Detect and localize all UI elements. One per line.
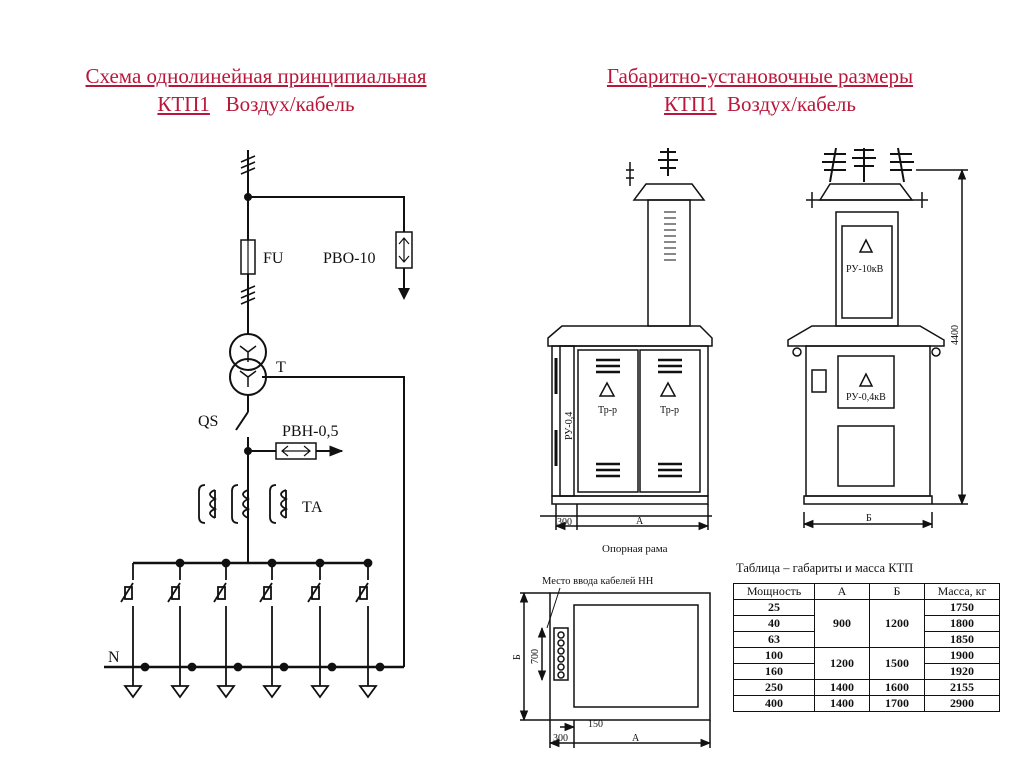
table-row: 400 1400 1700 2900 xyxy=(733,695,1000,712)
cell-mass: 1920 xyxy=(924,663,1000,680)
single-line-schematic xyxy=(104,150,413,669)
cell-mass: 2900 xyxy=(924,695,1000,712)
cable-entry-hole xyxy=(557,639,565,647)
ct-coil-1 xyxy=(209,489,218,519)
cable-entry-hole xyxy=(557,663,565,671)
table-row: 25 900 1200 1750 xyxy=(733,599,1000,648)
neutral-label: N xyxy=(108,649,120,666)
cable-entry-hole xyxy=(557,655,565,663)
transformer-winding-hv xyxy=(229,333,267,371)
header-mass: Масса, кг xyxy=(924,583,1000,600)
table-row: 40 1800 xyxy=(733,615,1000,632)
ct-coil-2 xyxy=(242,489,251,519)
transformer-label: T xyxy=(276,359,286,376)
cable-entry-hole xyxy=(557,631,565,639)
table-row: 100 1200 1500 1900 xyxy=(733,647,1000,680)
cell-mass: 1800 xyxy=(924,615,1000,632)
header-a: А xyxy=(814,583,870,600)
cell-b: 1600 xyxy=(869,679,925,696)
cell-mass: 2155 xyxy=(924,679,1000,696)
schematic-title-ktp: КТП1 xyxy=(157,92,210,116)
cell-a: 1400 xyxy=(814,695,870,712)
transformer-door-label-1: Тр-р xyxy=(598,405,617,416)
frame-dim-a: А xyxy=(632,733,640,744)
feeder-4 xyxy=(259,558,289,699)
table-header-row: Мощность А Б Масса, кг xyxy=(733,583,1000,600)
table-row: 160 1920 xyxy=(733,663,1000,680)
frame-dim-b: Б xyxy=(512,654,523,660)
table-row: 63 1850 xyxy=(733,631,1000,648)
feeder-3 xyxy=(213,558,243,699)
cell-a: 1400 xyxy=(814,679,870,696)
ct-coil-3 xyxy=(280,489,289,519)
ru04kv-label: РУ-0,4кВ xyxy=(846,392,886,403)
ru04-side-label: РУ-0,4 xyxy=(564,412,575,440)
cell-power: 63 xyxy=(733,631,815,648)
dimensions-mass-table: Мощность А Б Масса, кг 25 900 1200 1750 … xyxy=(733,583,1000,712)
dim-a-front: А xyxy=(636,516,644,527)
feeder-6 xyxy=(355,558,385,699)
cell-mass: 1750 xyxy=(924,599,1000,616)
transformer-door-label-2: Тр-р xyxy=(660,405,679,416)
ct-label: ТА xyxy=(302,499,323,516)
ktp-front-view xyxy=(540,148,713,531)
header-b: Б xyxy=(869,583,925,600)
cell-power: 100 xyxy=(733,647,815,664)
cell-power: 40 xyxy=(733,615,815,632)
feeder-1 xyxy=(120,563,150,699)
schematic-title: Схема однолинейная принципиальная КТП1 В… xyxy=(20,62,492,118)
feeder-5 xyxy=(307,558,337,699)
cell-power: 25 xyxy=(733,599,815,616)
cell-mass: 1900 xyxy=(924,647,1000,664)
header-power: Мощность xyxy=(733,583,815,600)
dimensions-title: Габаритно-установочные размеры КТП1 Возд… xyxy=(548,62,972,118)
cable-entry-hole xyxy=(557,671,565,679)
cell-b: 1500 xyxy=(869,647,925,680)
dim-300-front: 300 xyxy=(557,517,572,528)
schematic-title-line1: Схема однолинейная принципиальная xyxy=(85,64,427,88)
frame-dim-700: 700 xyxy=(530,649,541,664)
frame-dim-150: 150 xyxy=(588,719,603,730)
support-frame-plan xyxy=(519,587,712,748)
table-caption: Таблица – габариты и масса КТП xyxy=(736,561,914,575)
fuse-label: FU xyxy=(263,250,284,267)
support-frame-caption: Опорная рама xyxy=(602,543,668,555)
table-row: 250 1400 1600 2155 xyxy=(733,679,1000,696)
dimensions-title-ktp: КТП1 xyxy=(664,92,717,116)
ktp-side-view xyxy=(787,147,968,529)
dimensions-title-line1: Габаритно-установочные размеры xyxy=(606,64,914,88)
dimensions-title-type: Воздух/кабель xyxy=(727,92,856,116)
cell-power: 400 xyxy=(733,695,815,712)
cell-power: 160 xyxy=(733,663,815,680)
feeder-2 xyxy=(167,558,197,699)
outgoing-feeders xyxy=(120,558,385,699)
arrester-hv-label: РВО-10 xyxy=(323,250,375,267)
cell-a: 900 xyxy=(814,599,870,648)
cell-power: 250 xyxy=(733,679,815,696)
cable-entry-caption: Место ввода кабелей НН xyxy=(542,576,654,587)
cell-a: 1200 xyxy=(814,647,870,680)
cell-b: 1200 xyxy=(869,599,925,648)
switch-label: QS xyxy=(198,413,218,430)
frame-dim-300: 300 xyxy=(553,733,568,744)
cell-mass: 1850 xyxy=(924,631,1000,648)
dim-b-side: Б xyxy=(866,513,872,524)
ru10-label: РУ-10кВ xyxy=(846,264,884,275)
schematic-title-type: Воздух/кабель xyxy=(225,92,355,116)
cable-entry-hole xyxy=(557,647,565,655)
cell-b: 1700 xyxy=(869,695,925,712)
arrester-lv-label: РВН-0,5 xyxy=(282,423,338,440)
height-dimension: 4400 xyxy=(950,325,961,345)
